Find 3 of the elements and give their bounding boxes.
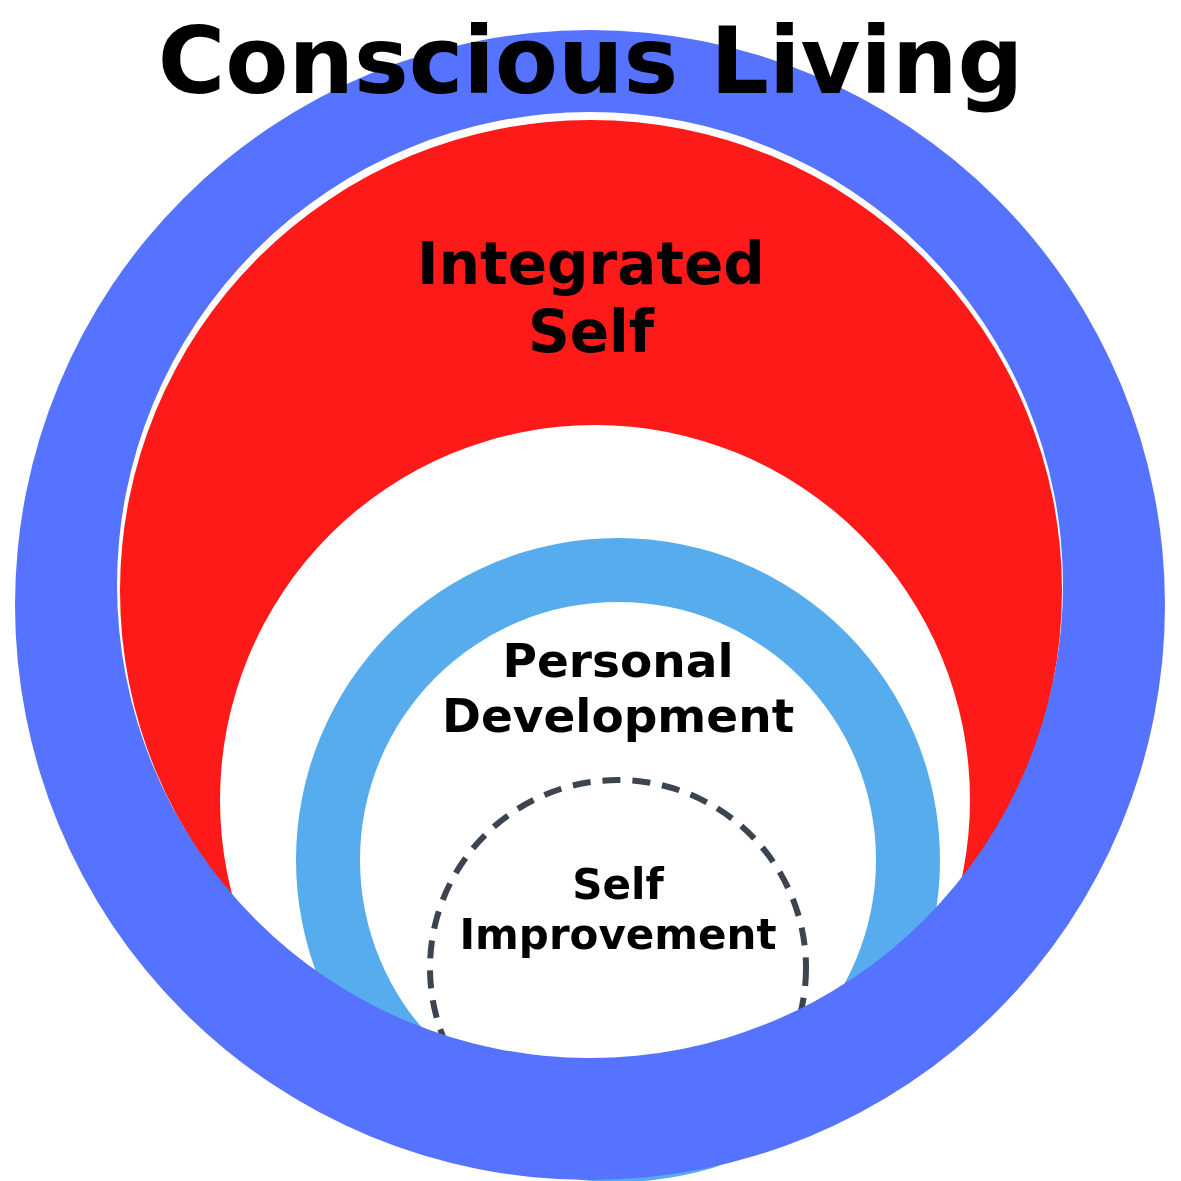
circle-label: Self Improvement	[458, 860, 778, 960]
circle-label: Personal Development	[440, 633, 796, 744]
circle-label: Integrated Self	[416, 230, 766, 367]
